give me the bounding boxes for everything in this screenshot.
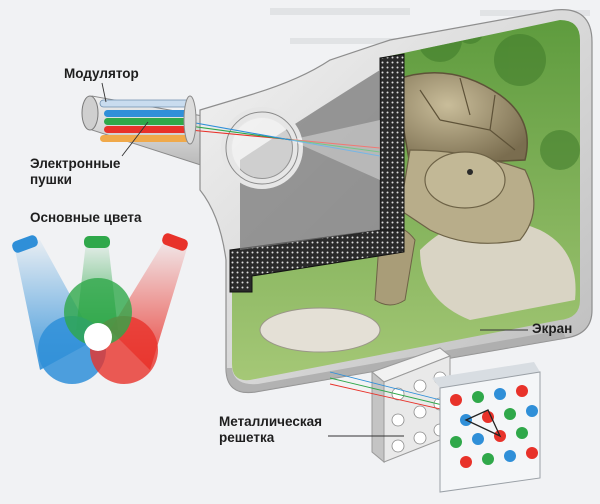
- metal-grille-text: Металлическая решетка: [219, 414, 322, 445]
- rock: [259, 307, 381, 353]
- electron-guns: [99, 95, 197, 145]
- screen-label: Экран: [532, 321, 573, 336]
- electron-guns-label: Электронные пушки: [30, 156, 140, 188]
- deflection-ring: [221, 107, 303, 189]
- green-circle: [64, 278, 132, 346]
- white-center: [84, 323, 112, 351]
- turtle-shell: [394, 71, 528, 166]
- background-page: [270, 8, 590, 44]
- metal-grille-label: Металлическая решетка: [219, 414, 349, 446]
- primary-colors-diagram: [12, 233, 188, 384]
- modulator-label: Модулятор: [64, 66, 139, 81]
- leader-lines: [101, 82, 528, 437]
- electron-beams: [189, 120, 381, 180]
- neck-cap: [81, 95, 99, 131]
- primary-colors-label: Основные цвета: [30, 210, 142, 225]
- tube-cutaway: [229, 53, 405, 293]
- turtle-head: [424, 151, 506, 209]
- phosphor-screen: [432, 362, 541, 493]
- electron-guns-text: Электронные пушки: [30, 156, 121, 187]
